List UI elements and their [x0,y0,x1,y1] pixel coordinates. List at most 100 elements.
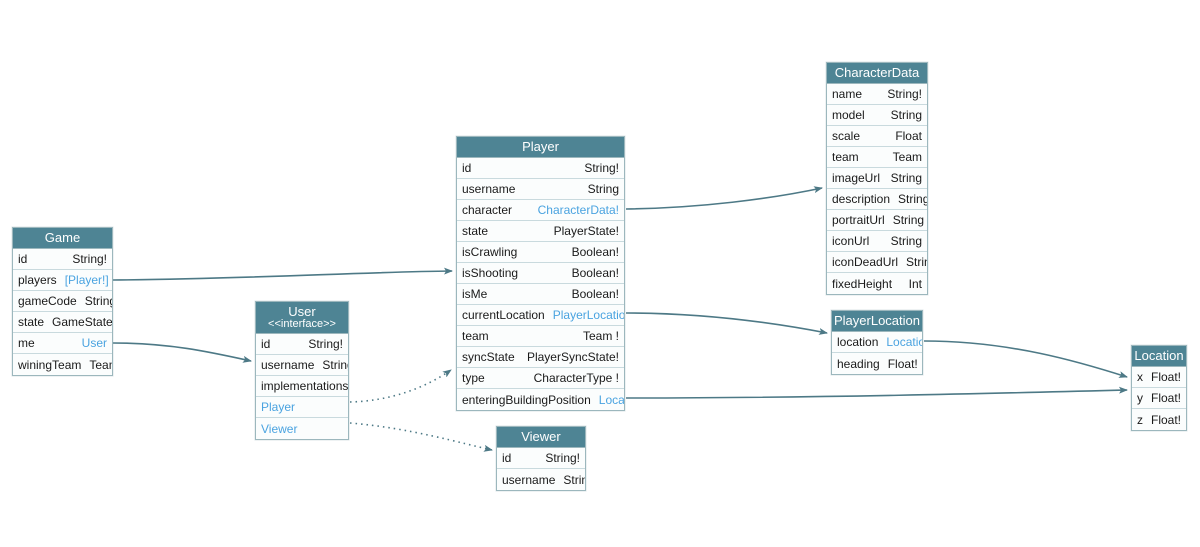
field-row[interactable]: id String! [13,249,112,270]
field-row[interactable]: gameCodeString! [13,291,112,312]
field-type: CharacterData! [537,203,619,217]
field-type: String [322,358,348,372]
field-name: id [18,252,28,266]
field-name: type [462,371,485,385]
edge-game-players-to-player [112,267,453,281]
entity-header-user: User<<interface>> [256,302,348,334]
field-name: name [832,87,863,101]
field-row[interactable]: character CharacterData! [457,200,624,221]
field-type: String! [308,337,343,351]
entity-header-viewer: Viewer [497,427,585,448]
field-row[interactable]: z Float! [1132,409,1186,430]
edge-playerlocation-location-to-location [923,340,1128,378]
field-row[interactable]: iconUrl String [827,231,927,252]
field-name: iconDeadUrl [832,255,899,269]
field-name: gameCode [18,294,77,308]
field-name: Player [261,400,296,414]
entity-stereotype: <<interface>> [268,318,336,330]
field-type: Location [598,392,624,407]
field-name: id [261,337,271,351]
field-row[interactable]: Viewer [256,418,348,439]
field-type: String [890,171,922,185]
field-type: String [898,192,927,206]
entity-user[interactable]: User<<interface>> id String! usernameString… [255,301,349,440]
field-name: team [462,329,489,343]
field-row[interactable]: players [Player!] [13,270,112,291]
field-type: Float! [887,356,918,371]
field-type: String [563,472,585,487]
entity-header-location: Location [1132,346,1186,367]
field-name: imageUrl [832,171,881,185]
field-row[interactable]: enteringBuildingPositionLocation [457,389,624,410]
field-name: z [1137,412,1143,427]
entity-playerlocation[interactable]: PlayerLocation locationLocation!headingFl… [831,310,923,375]
field-name: me [18,336,35,350]
field-name: x [1137,370,1143,384]
entity-header-playerlocation: PlayerLocation [832,311,922,332]
entity-title: Player [522,139,559,154]
field-row[interactable]: winingTeamTeam [13,354,112,375]
field-type: User [81,336,107,350]
field-name: currentLocation [462,308,545,322]
field-type: Float! [1151,412,1182,427]
field-type: Float [895,129,922,143]
field-row[interactable]: locationLocation! [832,332,922,353]
field-row[interactable]: scale Float [827,126,927,147]
field-row[interactable]: currentLocationPlayerLocation! [457,305,624,326]
field-type: Float! [1151,370,1182,384]
field-name: players [18,273,57,287]
field-row[interactable]: id String! [256,334,348,355]
entity-title: Location [1134,348,1184,363]
field-type: PlayerSyncState! [526,350,619,364]
field-type: Boolean! [571,287,619,301]
field-type: String [587,182,619,196]
field-type: [Player!] [64,273,109,287]
entity-title: CharacterData [834,65,920,80]
field-row[interactable]: imageUrl String [827,168,927,189]
field-row[interactable]: iconDeadUrlString [827,252,927,273]
field-row[interactable]: Player [256,397,348,418]
field-type: Boolean! [571,245,619,259]
field-row[interactable]: x Float! [1132,367,1186,388]
field-name: isShooting [462,266,519,280]
field-name: scale [832,129,861,143]
edge-game-me-to-user [112,342,252,363]
entity-title: PlayerLocation [834,313,920,328]
field-type: String! [72,252,107,266]
field-row[interactable]: me User [13,333,112,354]
field-row[interactable]: implementations [256,376,348,397]
field-type: String [890,234,922,248]
entity-title: User [288,304,316,319]
field-name: character [462,203,513,217]
entity-header-player: Player [457,137,624,158]
field-name: iconUrl [832,234,870,248]
field-name: fixedHeight [832,276,893,291]
entity-title: Viewer [521,429,561,444]
